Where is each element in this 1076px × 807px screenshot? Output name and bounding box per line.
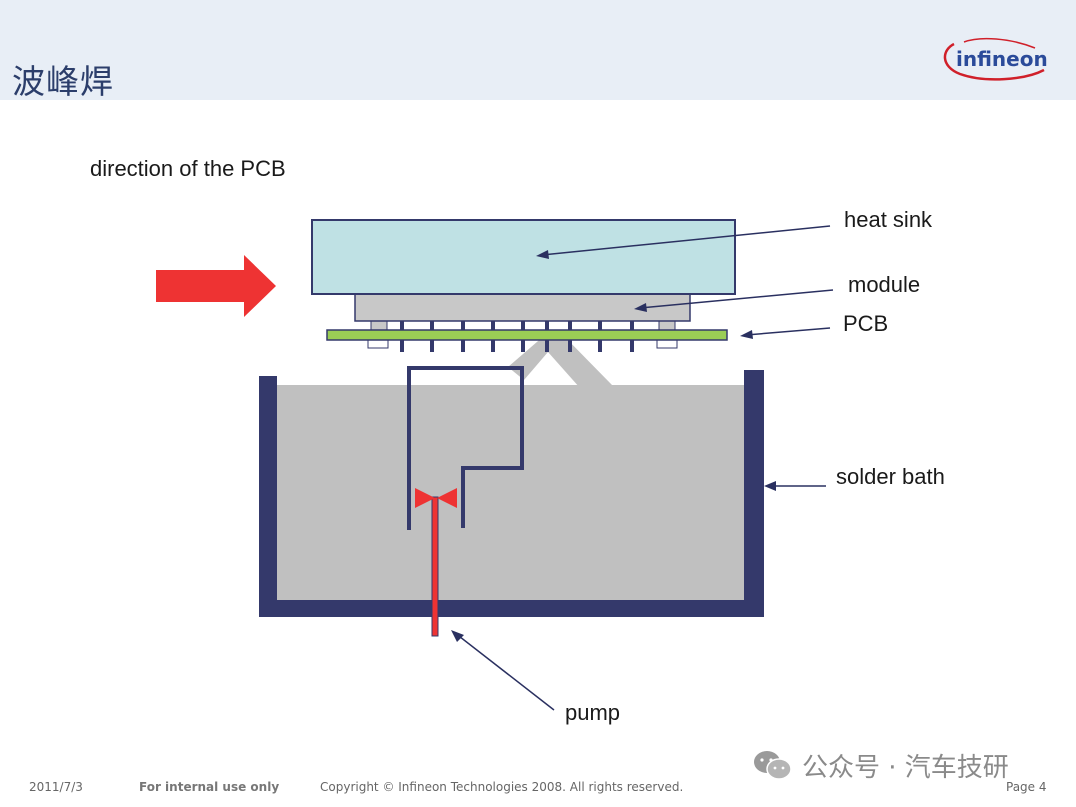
slide-title: 波峰焊 bbox=[12, 62, 114, 101]
heat-sink-block bbox=[311, 219, 736, 295]
pump-valve-left bbox=[415, 488, 435, 508]
pointer-arrowheads bbox=[451, 250, 776, 642]
module-label: module bbox=[848, 272, 921, 297]
footer-internal: For internal use only bbox=[139, 780, 280, 794]
wave-soldering-diagram bbox=[156, 219, 834, 711]
direction-label: direction of the PCB bbox=[90, 156, 286, 181]
heat-sink-label: heat sink bbox=[844, 207, 933, 232]
infineon-logo: infineon bbox=[940, 36, 1050, 86]
direction-arrow-icon bbox=[156, 255, 276, 317]
footer-date: 2011/7/3 bbox=[29, 780, 83, 794]
footer-page: Page 4 bbox=[1006, 780, 1047, 794]
nozzle-duct bbox=[407, 366, 524, 530]
logo-text: infineon bbox=[956, 47, 1048, 71]
pump-label: pump bbox=[565, 700, 621, 725]
watermark: 公众号 · 汽车技研 bbox=[752, 745, 1052, 785]
pump-shaft bbox=[431, 496, 439, 637]
pointer-lines bbox=[454, 225, 834, 711]
footer-copyright: Copyright © Infineon Technologies 2008. … bbox=[320, 780, 684, 794]
pcb-label: PCB bbox=[843, 311, 889, 336]
solder-bath-label: solder bath bbox=[836, 464, 945, 489]
solder-fill bbox=[277, 385, 744, 600]
watermark-text: 公众号 · 汽车技研 bbox=[802, 752, 1009, 783]
pcb-board bbox=[326, 329, 728, 341]
slide-header bbox=[0, 0, 1076, 100]
wechat-icon bbox=[754, 751, 792, 780]
solder-wave bbox=[508, 332, 612, 388]
pad-right bbox=[656, 339, 678, 349]
pump-valve-right bbox=[437, 488, 457, 508]
pad-left bbox=[367, 339, 389, 349]
